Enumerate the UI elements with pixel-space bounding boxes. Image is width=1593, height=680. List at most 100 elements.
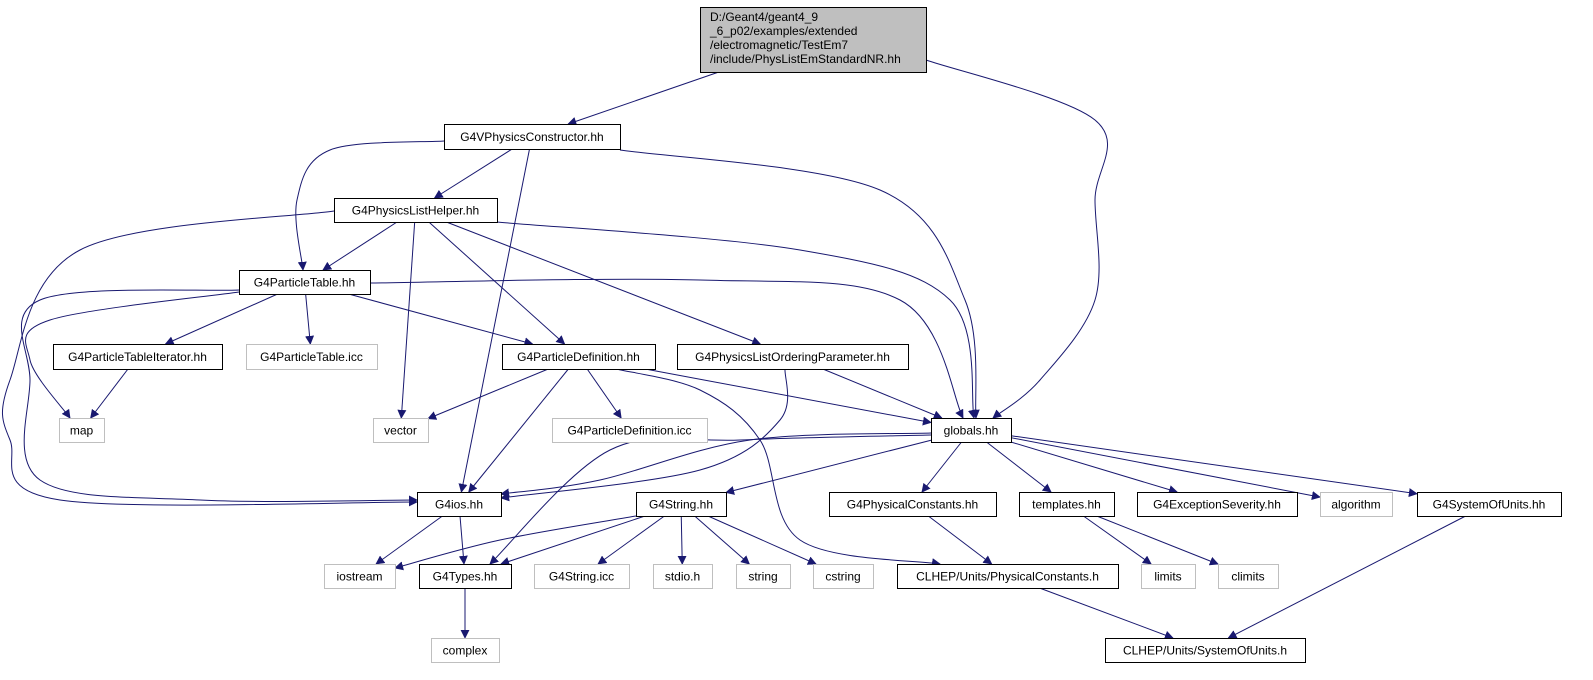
node-clhepsys[interactable]: CLHEP/Units/SystemOfUnits.h: [1105, 638, 1306, 663]
edge-globals-to-g4string: [725, 439, 932, 495]
node-box: [417, 492, 502, 517]
node-label: G4ParticleTable.hh: [254, 276, 355, 290]
edge-g4string-to-iostream: [394, 515, 637, 571]
node-label: G4ParticleTable.icc: [260, 350, 363, 364]
node-templates[interactable]: templates.hh: [1019, 492, 1115, 517]
node-limits[interactable]: limits: [1141, 564, 1196, 589]
node-label: G4ParticleTableIterator.hh: [68, 350, 207, 364]
node-map[interactable]: map: [59, 418, 105, 443]
node-label: string: [748, 570, 777, 584]
edge-arrow: [586, 368, 622, 419]
node-ptable[interactable]: G4ParticleTable.hh: [239, 270, 371, 295]
edge-arrow: [500, 368, 789, 502]
node-box: [53, 344, 223, 370]
node-root[interactable]: D:/Geant4/geant4_9_6_p02/examples/extend…: [700, 7, 927, 73]
node-label: climits: [1231, 570, 1264, 584]
edge-ptable-to-globals: [369, 278, 964, 419]
node-g4string[interactable]: G4String.hh: [636, 492, 727, 517]
edge-arrow: [1, 210, 418, 507]
edge-globals-to-g4ios: [500, 432, 932, 498]
node-g4types[interactable]: G4Types.hh: [419, 564, 512, 589]
node-listhelper[interactable]: G4PhysicsListHelper.hh: [334, 198, 498, 223]
node-physconst[interactable]: G4PhysicalConstants.hh: [829, 492, 997, 517]
node-box: [246, 344, 378, 370]
node-climits[interactable]: climits: [1218, 564, 1279, 589]
node-clhepphys[interactable]: CLHEP/Units/PhysicalConstants.h: [897, 564, 1119, 589]
node-algorithm[interactable]: algorithm: [1320, 492, 1393, 517]
edge-ptable-to-map: [25, 291, 240, 419]
node-ptableiter[interactable]: G4ParticleTableIterator.hh: [53, 344, 223, 370]
edge-arrow: [707, 515, 817, 565]
node-label: G4PhysicsListOrderingParameter.hh: [695, 350, 890, 364]
edge-arrow: [1083, 515, 1152, 565]
edge-arrow: [986, 441, 1052, 493]
edge-listhelper-to-globals: [496, 221, 977, 419]
node-box: [1218, 564, 1279, 589]
edge-arrow: [25, 291, 240, 419]
node-box: [700, 7, 927, 73]
node-sysunits[interactable]: G4SystemOfUnits.hh: [1417, 492, 1562, 517]
node-vector[interactable]: vector: [373, 418, 429, 443]
edge-g4vphys-to-ptable: [295, 140, 445, 271]
edge-g4ios-to-iostream: [375, 515, 443, 565]
node-label: map: [70, 424, 94, 438]
edge-clhepphys-to-clhepsys: [1039, 587, 1174, 640]
edge-globals-to-sysunits: [1010, 435, 1418, 498]
node-box: [736, 564, 791, 589]
node-label: limits: [1154, 570, 1181, 584]
node-box: [1141, 564, 1196, 589]
edge-arrow: [348, 293, 534, 347]
node-box: [1019, 492, 1115, 517]
edge-pdef-to-g4ios: [468, 368, 569, 493]
node-globals[interactable]: globals.hh: [931, 418, 1012, 443]
node-pdeficc[interactable]: G4ParticleDefinition.icc: [552, 418, 708, 443]
node-label: G4ios.hh: [435, 498, 483, 512]
edge-g4string-to-stdio: [677, 515, 687, 565]
node-cstring[interactable]: cstring: [813, 564, 874, 589]
node-string[interactable]: string: [736, 564, 791, 589]
edge-arrow: [458, 148, 531, 493]
node-label: G4Types.hh: [433, 570, 498, 584]
edge-ptable-to-ptableiter: [164, 293, 278, 345]
node-orderparam[interactable]: G4PhysicsListOrderingParameter.hh: [677, 344, 909, 370]
node-label: G4VPhysicsConstructor.hh: [460, 130, 603, 144]
edge-physconst-to-clhepphys: [928, 515, 993, 565]
node-excsev[interactable]: G4ExceptionSeverity.hh: [1137, 492, 1298, 517]
node-stdio[interactable]: stdio.h: [653, 564, 713, 589]
edge-arrow: [433, 148, 513, 199]
node-label: G4String.hh: [649, 498, 713, 512]
edge-g4ios-to-g4types: [458, 515, 468, 565]
edge-arrow: [615, 368, 941, 568]
edge-arrow: [446, 221, 762, 346]
edge-g4vphys-to-g4ios: [458, 148, 531, 493]
node-box: [502, 344, 656, 370]
edge-arrow: [1039, 587, 1174, 640]
node-g4ios[interactable]: G4ios.hh: [417, 492, 502, 517]
edge-g4string-to-cstring: [707, 515, 817, 565]
node-ptableicc[interactable]: G4ParticleTable.icc: [246, 344, 378, 370]
node-g4vphys[interactable]: G4VPhysicsConstructor.hh: [444, 124, 621, 150]
node-box: [373, 418, 429, 443]
edge-arrow: [1010, 435, 1418, 498]
edge-globals-to-algorithm: [1010, 437, 1321, 500]
node-g4stringicc[interactable]: G4String.icc: [534, 564, 630, 589]
edge-listhelper-to-vector: [397, 221, 416, 419]
node-iostream[interactable]: iostream: [324, 564, 396, 589]
node-layer: D:/Geant4/geant4_9_6_p02/examples/extend…: [53, 7, 1562, 663]
node-label: CLHEP/Units/SystemOfUnits.h: [1123, 644, 1287, 658]
edge-templates-to-climits: [1096, 515, 1219, 566]
edge-arrow: [822, 368, 943, 420]
node-pdef[interactable]: G4ParticleDefinition.hh: [502, 344, 656, 370]
edge-ptable-to-ptableicc: [305, 293, 315, 345]
edge-templates-to-limits: [1083, 515, 1152, 565]
node-label: _6_p02/examples/extended: [709, 24, 857, 38]
node-box: [677, 344, 909, 370]
edge-g4string-to-g4stringicc: [597, 515, 665, 565]
edge-arrow: [1096, 515, 1219, 566]
edge-arrow: [597, 515, 665, 565]
node-complex[interactable]: complex: [431, 638, 500, 663]
edge-arrow: [305, 293, 315, 345]
edge-arrow: [428, 221, 566, 345]
node-box: [829, 492, 997, 517]
